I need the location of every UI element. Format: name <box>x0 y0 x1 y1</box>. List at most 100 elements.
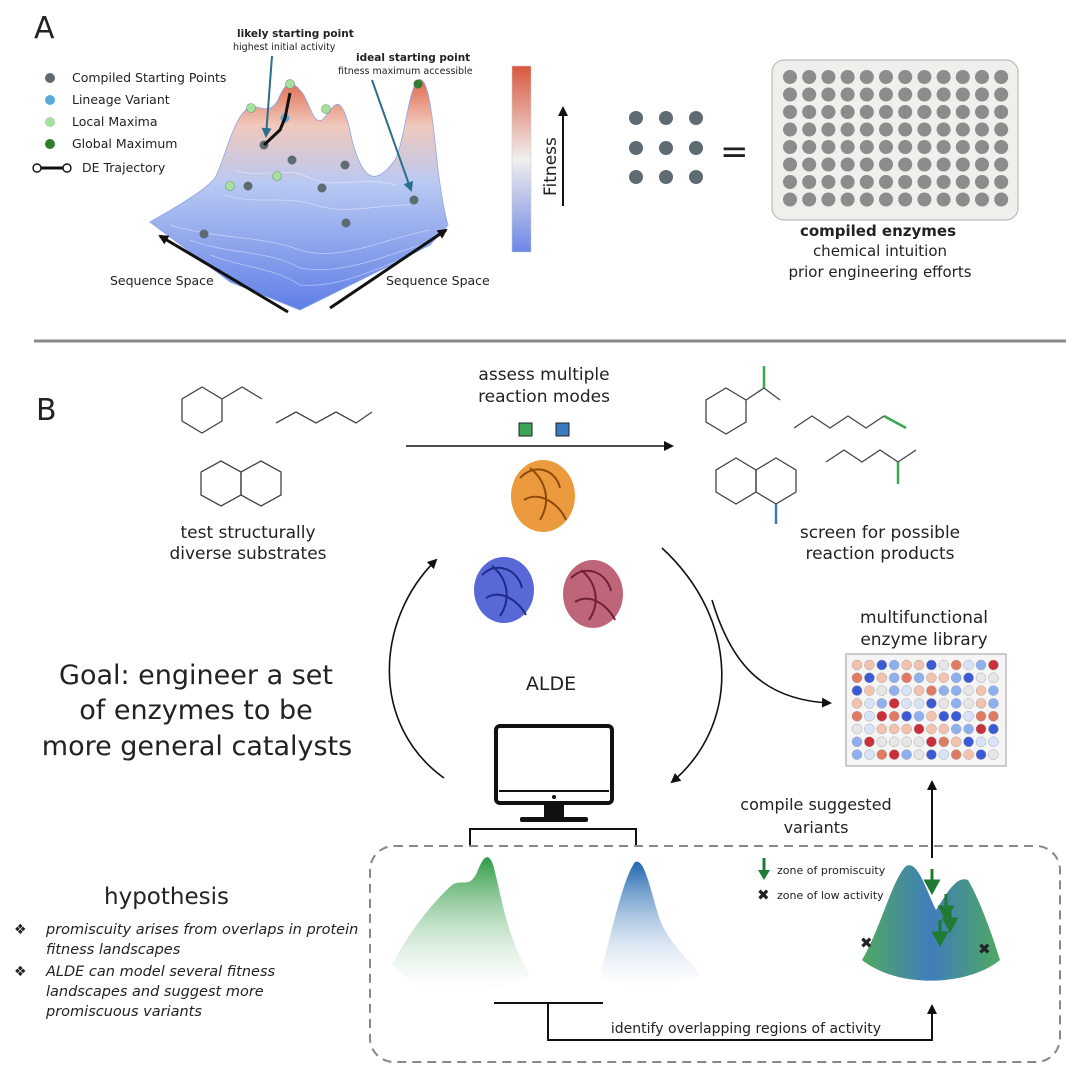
library-well <box>963 711 974 722</box>
plate-well <box>840 70 855 84</box>
plate-well <box>955 192 970 207</box>
library-well <box>876 749 887 760</box>
library-well <box>963 685 974 696</box>
callout-likely-subtitle: highest initial activity <box>233 42 336 53</box>
point-global-max <box>413 79 423 89</box>
library-well <box>913 698 925 709</box>
plate-title: compiled enzymes <box>800 222 956 240</box>
point-compiled <box>199 229 209 239</box>
plate-well <box>859 175 874 189</box>
plate-well <box>840 87 855 102</box>
plate-well <box>802 70 817 84</box>
goal-line-2: of enzymes to be <box>79 695 312 726</box>
point-compiled <box>317 183 327 193</box>
plate-well <box>955 87 970 102</box>
axis-label-right: Sequence Space <box>386 273 490 288</box>
library-well <box>889 659 900 671</box>
plate-line-3: prior engineering efforts <box>788 263 971 281</box>
library-well <box>851 672 863 683</box>
hypothesis-item: ❖ALDE can model several fitness landscap… <box>14 962 359 1022</box>
library-well <box>975 685 987 696</box>
plate-well <box>917 70 932 84</box>
legend-label-global: Global Maximum <box>72 136 177 151</box>
reaction-mode-blue <box>555 422 570 437</box>
plate-well <box>840 122 855 137</box>
library-well <box>963 659 974 671</box>
library-well <box>988 723 999 735</box>
library-well <box>951 659 962 671</box>
sequence-axis-left-arrow <box>158 234 289 314</box>
point-local-max <box>285 79 295 89</box>
library-well <box>876 672 887 683</box>
library-well <box>864 685 875 696</box>
library-well <box>938 711 949 722</box>
plate-well <box>840 157 855 172</box>
point-local-max <box>321 104 331 114</box>
equals-sign: = <box>720 132 749 172</box>
library-well <box>851 736 863 747</box>
legend-label-local: Local Maxima <box>72 114 158 129</box>
library-well <box>913 659 925 671</box>
library-well <box>963 723 974 735</box>
plate-well <box>936 122 951 137</box>
plate-well <box>975 70 989 84</box>
plate-well <box>994 70 1009 84</box>
green-landscape <box>392 857 530 994</box>
callout-ideal-title: ideal starting point <box>356 52 470 64</box>
plate-well <box>879 105 893 119</box>
hypothesis-title: hypothesis <box>104 884 229 910</box>
plate-well <box>802 105 817 119</box>
library-well <box>876 736 887 747</box>
substrates-text-1: test structurally <box>180 523 315 543</box>
plate-well <box>994 175 1009 189</box>
plate-well <box>917 192 932 207</box>
library-well <box>975 736 987 747</box>
library-well <box>864 659 875 671</box>
library-title-1: multifunctional <box>860 608 988 628</box>
substrates-text-2: diverse substrates <box>169 544 326 564</box>
arrow-to-library <box>711 599 832 708</box>
library-well <box>926 672 937 683</box>
fitness-landscape <box>149 79 449 314</box>
library-well <box>926 723 937 735</box>
compile-text-2: variants <box>784 818 849 837</box>
plate-well <box>879 140 893 154</box>
library-well <box>901 659 912 671</box>
legend-marker-trajectory <box>32 163 72 173</box>
library-well <box>913 711 925 722</box>
library-well <box>975 698 987 709</box>
reaction-title-2: reaction modes <box>478 387 610 407</box>
product-structures <box>705 366 917 524</box>
library-well <box>864 672 875 683</box>
plate-well <box>917 175 932 189</box>
blue-landscape <box>600 861 700 989</box>
plate-well <box>783 122 797 137</box>
plate-well <box>917 157 932 172</box>
low-activity-marker: ✖ <box>860 934 873 952</box>
plate-well <box>955 157 970 172</box>
alde-label: ALDE <box>526 673 576 695</box>
library-well <box>963 698 974 709</box>
point-local-max <box>272 171 282 181</box>
panel-b-label: B <box>36 393 57 428</box>
library-well <box>926 685 937 696</box>
hypothesis-item-text: ALDE can model several fitness landscape… <box>46 964 276 1020</box>
well-plate <box>771 59 1019 221</box>
plate-well <box>975 192 989 207</box>
plate-well <box>955 175 970 189</box>
library-well <box>975 749 987 760</box>
plate-well <box>917 105 932 119</box>
plate-well <box>994 192 1009 207</box>
plate-well <box>955 105 970 119</box>
plate-well <box>802 192 817 207</box>
plate-well <box>994 105 1009 119</box>
plate-well <box>955 70 970 84</box>
legend-label-lineage: Lineage Variant <box>72 92 170 107</box>
plate-well <box>975 157 989 172</box>
plate-well <box>898 122 913 137</box>
protein-red <box>563 560 623 628</box>
library-well <box>864 736 875 747</box>
point-compiled <box>287 155 297 165</box>
plate-well <box>879 157 893 172</box>
